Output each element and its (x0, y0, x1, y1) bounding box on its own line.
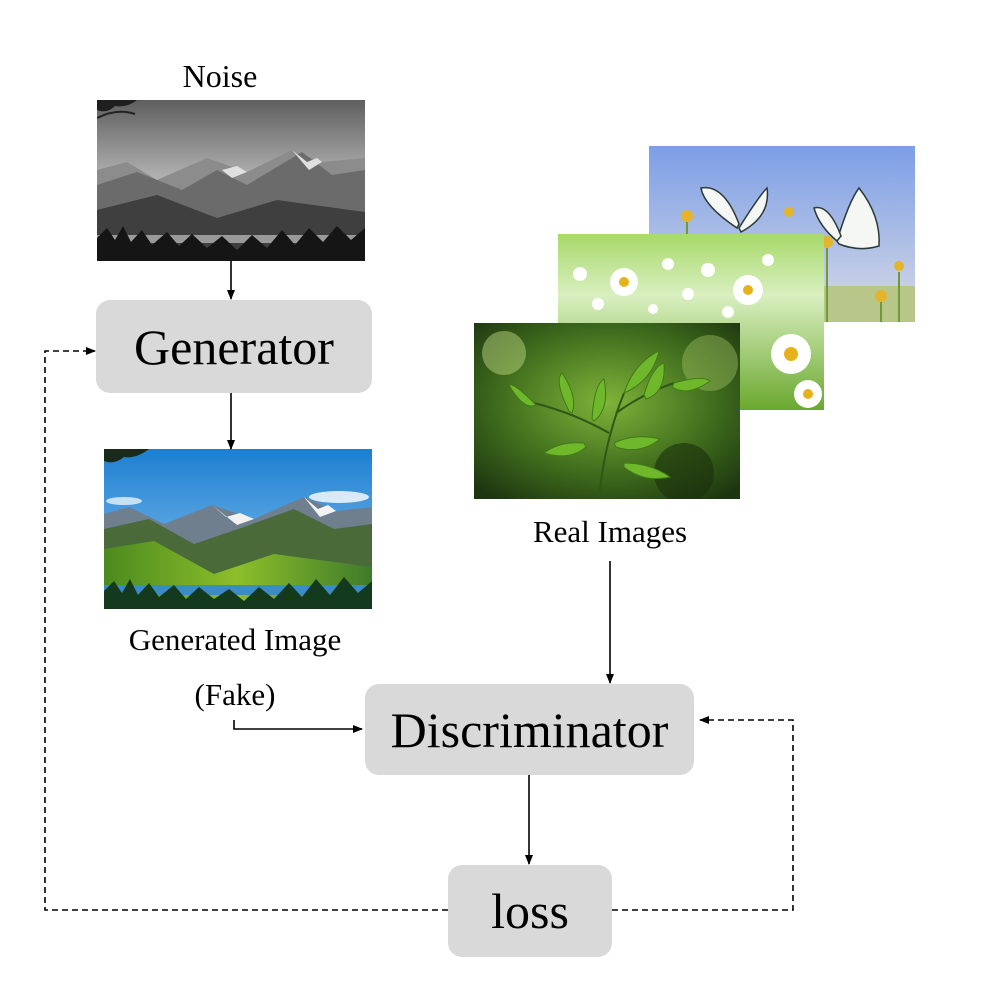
arrow-loss-to-discriminator (612, 716, 794, 911)
real-image-leaves (474, 323, 740, 499)
arrow-fake-to-discriminator (233, 720, 363, 733)
loss-label: loss (491, 883, 569, 939)
generator-box: Generator (96, 300, 372, 393)
noise-image (97, 100, 365, 261)
generator-label: Generator (134, 318, 334, 375)
generated-image-label: Generated Image (128, 622, 342, 657)
real-images-label: Real Images (532, 514, 688, 549)
loss-box: loss (448, 865, 612, 957)
discriminator-box: Discriminator (365, 684, 694, 775)
discriminator-label: Discriminator (390, 701, 669, 758)
fake-label: (Fake) (194, 677, 276, 712)
generated-image (104, 449, 372, 609)
noise-label: Noise (182, 58, 258, 94)
arrow-loss-to-generator (44, 347, 448, 911)
